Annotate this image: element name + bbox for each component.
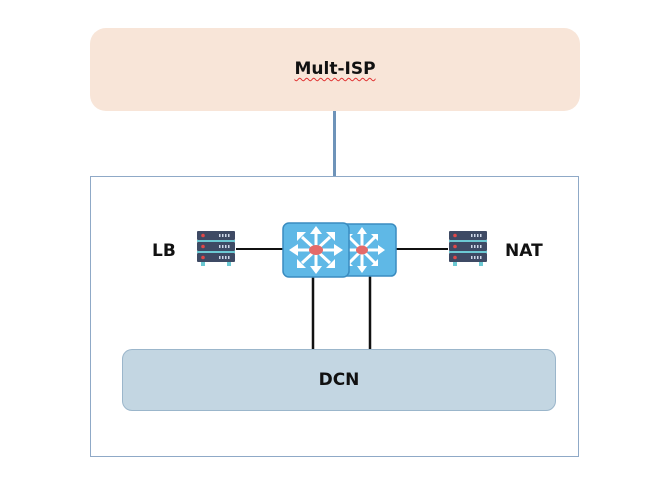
nat-label: NAT [505,241,543,261]
isp-uplink-line [333,111,336,177]
mult-isp-label: Mult-ISP [294,59,376,79]
nat-server-icon [449,231,487,266]
core-switch-1-icon [282,222,350,278]
core-switch-2-icon [337,223,397,277]
dcn-node: DCN [122,349,556,411]
lb-server-icon [197,231,235,266]
dcn-label: DCN [318,370,360,390]
lb-label: LB [152,241,176,261]
mult-isp-node: Mult-ISP [90,28,580,111]
